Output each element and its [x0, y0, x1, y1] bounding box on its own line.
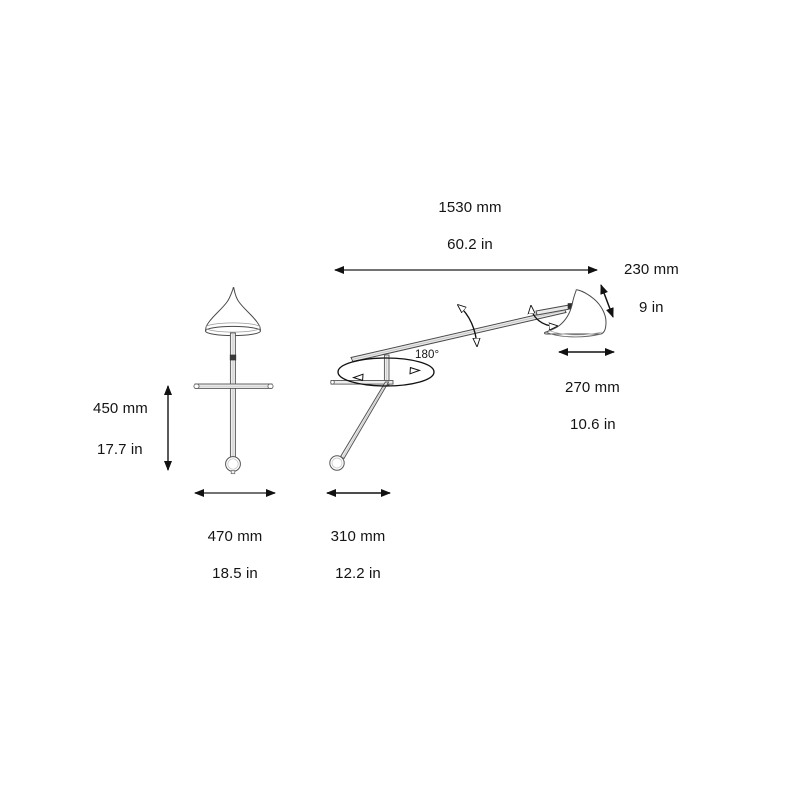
side-lampshade	[544, 289, 607, 338]
front-lampshade	[205, 287, 261, 337]
side-view-lamp	[329, 289, 607, 471]
height-dimension-mm-label: 450 mm	[93, 400, 148, 417]
head-tilt-arrow	[531, 306, 557, 326]
shade-offset-dimension-line	[600, 284, 614, 318]
front-lamp-stem	[229, 332, 237, 461]
front-counterweight	[225, 456, 241, 475]
side-lower-leg	[339, 381, 390, 460]
shade-offset-dimension-in-label: 9 in	[639, 299, 664, 316]
front-view-lamp	[193, 287, 274, 475]
arm-tilt-arrow	[458, 305, 477, 346]
front-crossbar	[193, 383, 274, 389]
rotation-angle-label: 180°	[415, 349, 440, 361]
side-counterweight	[329, 455, 345, 471]
front-stem-joint	[229, 354, 237, 361]
base-width-side-dimension-in-label: 12.2 in	[335, 565, 381, 582]
base-width-front-dimension-mm-label: 470 mm	[207, 528, 263, 545]
reach-dimension-mm-label: 1530 mm	[438, 199, 502, 216]
reach-dimension-in-label: 60.2 in	[447, 236, 493, 253]
shade-offset-dimension-mm-label: 230 mm	[624, 261, 679, 278]
shade-width-dimension-mm-label: 270 mm	[565, 379, 620, 396]
shade-width-dimension-in-label: 10.6 in	[570, 416, 616, 433]
rotation-arrow	[337, 357, 435, 387]
base-width-front-dimension-in-label: 18.5 in	[212, 565, 258, 582]
height-dimension-in-label: 17.7 in	[97, 441, 143, 458]
base-width-side-dimension-mm-label: 310 mm	[330, 528, 386, 545]
side-long-arm	[350, 307, 567, 363]
